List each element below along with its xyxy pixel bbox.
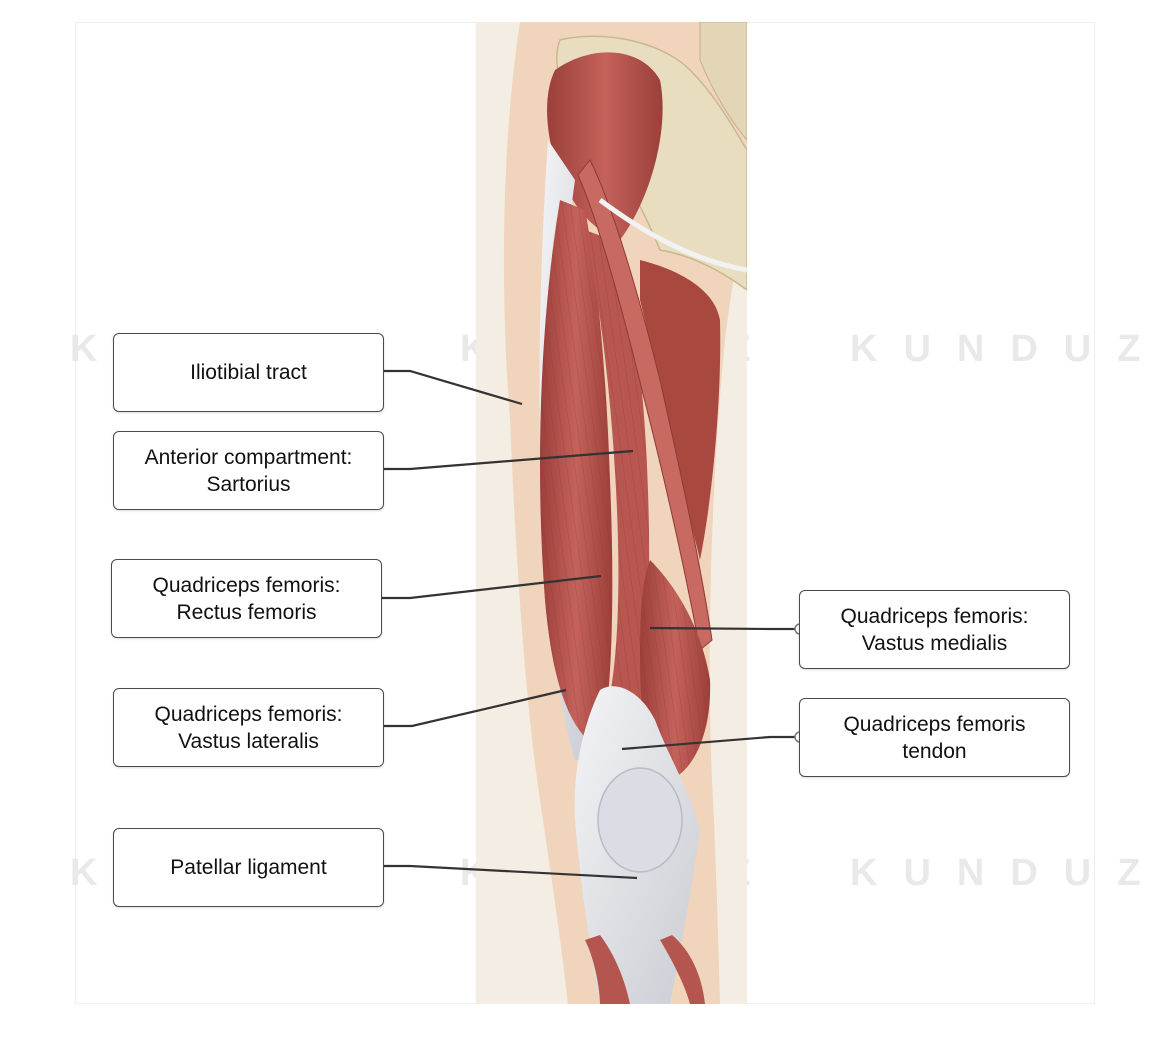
label-line-1: Iliotibial tract bbox=[190, 361, 307, 384]
label-line-2: tendon bbox=[902, 739, 967, 763]
label-line-1: Quadriceps femoris: bbox=[154, 702, 343, 726]
leader-line-sartorius bbox=[384, 449, 634, 471]
label-line-2: Rectus femoris bbox=[176, 600, 317, 624]
vastus-medialis-fibers bbox=[640, 560, 711, 780]
leader-line-medialis bbox=[649, 626, 800, 631]
leader-line-tendon bbox=[621, 735, 800, 751]
adductor-muscle bbox=[640, 260, 721, 560]
label-rectus-femoris[interactable]: Quadriceps femoris: Rectus femoris bbox=[111, 559, 382, 638]
lower-leg-muscle bbox=[585, 935, 630, 1004]
vastus-lateralis-fibers bbox=[540, 200, 613, 750]
watermark-text: KUNDUZ bbox=[850, 852, 1167, 894]
watermark-text: KUNDUZ bbox=[850, 328, 1167, 370]
label-line-2: Vastus lateralis bbox=[178, 729, 319, 753]
leader-line-patellar bbox=[384, 864, 638, 880]
label-line-1: Patellar ligament bbox=[170, 856, 327, 879]
label-line-1: Quadriceps femoris bbox=[843, 712, 1026, 736]
leader-line-iliotibial bbox=[384, 369, 523, 406]
label-line-1: Quadriceps femoris: bbox=[152, 573, 341, 597]
label-vastus-medialis[interactable]: Quadriceps femoris: Vastus medialis bbox=[799, 590, 1070, 669]
label-line-1: Anterior compartment: bbox=[144, 445, 353, 469]
ribs-bone bbox=[699, 22, 747, 141]
label-patellar-ligament[interactable]: Patellar ligament bbox=[113, 828, 384, 907]
label-line-1: Quadriceps femoris: bbox=[840, 604, 1029, 628]
tensor-muscle bbox=[547, 52, 663, 240]
label-line-2: Vastus medialis bbox=[861, 631, 1008, 655]
leader-line-lateralis bbox=[384, 688, 567, 728]
patella-shape bbox=[597, 767, 683, 873]
lower-leg-muscle-2 bbox=[660, 935, 705, 1004]
label-quadriceps-tendon[interactable]: Quadriceps femoris tendon bbox=[799, 698, 1070, 777]
label-iliotibial-tract[interactable]: Iliotibial tract bbox=[113, 333, 384, 412]
label-vastus-lateralis[interactable]: Quadriceps femoris: Vastus lateralis bbox=[113, 688, 384, 767]
leader-lines bbox=[382, 369, 800, 880]
label-line-2: Sartorius bbox=[206, 472, 291, 496]
inguinal-ligament bbox=[598, 197, 747, 273]
label-sartorius[interactable]: Anterior compartment: Sartorius bbox=[113, 431, 384, 510]
leader-line-rectus bbox=[382, 574, 602, 600]
sartorius-muscle bbox=[577, 159, 713, 651]
